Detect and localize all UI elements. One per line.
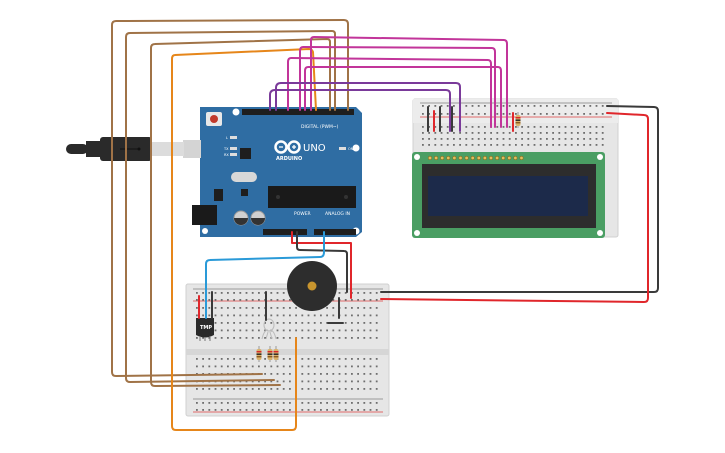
lcd-pin[interactable] (440, 156, 445, 161)
lcd-pin[interactable] (452, 156, 457, 161)
resistor-3[interactable] (273, 346, 279, 362)
wire-magenta-3[interactable] (287, 57, 492, 128)
lcd-pin[interactable] (507, 156, 512, 161)
lcd-pin[interactable] (464, 156, 469, 161)
lcd-pin[interactable] (446, 156, 451, 161)
arduino-uno-board[interactable]: ARDUINO UNO DIGITAL (PWM~) POWER ANALOG … (192, 107, 362, 237)
power-label: POWER (294, 211, 311, 217)
temperature-sensor[interactable]: TMP (196, 318, 214, 341)
usb-symbol-icon (120, 147, 141, 151)
wire-red-right[interactable] (380, 112, 649, 303)
lcd-pin[interactable] (488, 156, 493, 161)
breadboard-bottom[interactable] (185, 283, 390, 417)
wires (111, 19, 659, 431)
led-l-label: L (226, 136, 228, 140)
lcd-pin[interactable] (482, 156, 487, 161)
lcd-pin[interactable] (470, 156, 475, 161)
lcd-pin[interactable] (501, 156, 506, 161)
resistor-lcd-contrast[interactable] (515, 112, 521, 128)
wire-brown-2[interactable] (125, 30, 336, 383)
lcd-pin[interactable] (513, 156, 518, 161)
lcd-16x2[interactable] (412, 152, 605, 238)
resistor-1[interactable] (256, 346, 262, 362)
power-header[interactable] (263, 229, 307, 235)
power-jack (192, 205, 217, 225)
wire-brown-1[interactable] (111, 19, 349, 377)
wire-blue-a0[interactable] (205, 231, 325, 319)
atmega-chip (268, 186, 356, 208)
breadboard-top-holes (422, 105, 604, 146)
rgb-led[interactable] (261, 318, 277, 340)
arduino-brand-label: ARDUINO (276, 156, 302, 162)
digital-header[interactable] (242, 109, 354, 115)
analog-header[interactable] (314, 229, 356, 235)
tmp-label: TMP (200, 325, 212, 331)
usb-cable[interactable] (66, 137, 201, 161)
wire-magenta-2[interactable] (299, 46, 496, 128)
arduino-logo-icon (274, 140, 301, 154)
piezo-buzzer[interactable] (287, 261, 337, 311)
on-led-label: ON (348, 147, 354, 151)
wire-black-gnd[interactable] (296, 231, 348, 293)
lcd-pin[interactable] (434, 156, 439, 161)
lcd-pin[interactable] (427, 156, 432, 161)
analog-label: ANALOG IN (325, 211, 350, 217)
wire-black-right[interactable] (380, 105, 659, 293)
lcd-pin-header[interactable] (427, 156, 524, 161)
digital-header-label: DIGITAL (PWM~) (301, 124, 339, 130)
lcd-pin[interactable] (458, 156, 463, 161)
led-tx-label: TX (223, 147, 229, 151)
arduino-model-label: UNO (303, 143, 326, 154)
lcd-pin[interactable] (519, 156, 524, 161)
wire-brown-3[interactable] (150, 38, 331, 387)
lcd-pin[interactable] (476, 156, 481, 161)
wire-purple-2[interactable] (275, 82, 461, 132)
wire-magenta-4[interactable] (304, 66, 502, 128)
wire-red-5v[interactable] (291, 231, 352, 299)
lcd-pin[interactable] (495, 156, 500, 161)
wire-magenta-1[interactable] (310, 36, 508, 128)
resistor-2[interactable] (267, 346, 273, 362)
lcd-screen (428, 176, 588, 216)
wire-purple-1[interactable] (269, 89, 451, 132)
led-rx-label: RX (224, 153, 229, 157)
